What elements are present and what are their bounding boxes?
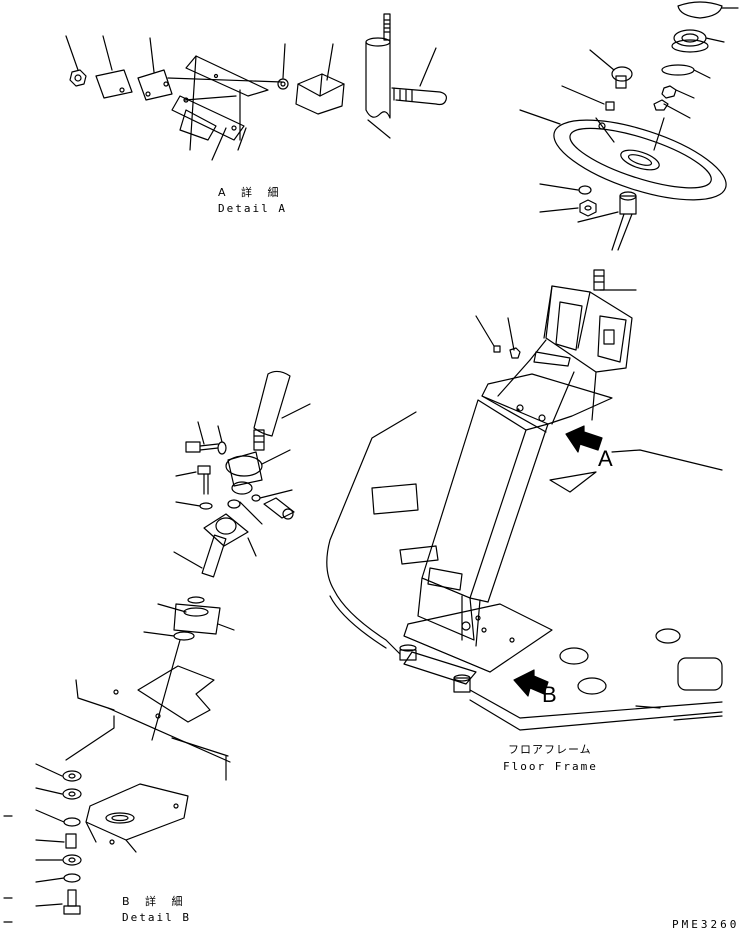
floor-plate-detail-b — [65, 665, 231, 853]
steering-wheel — [553, 117, 727, 201]
knob — [589, 49, 633, 89]
detail-b-fasteners — [3, 763, 82, 923]
plate-2 — [137, 69, 173, 101]
view-b-letter: B — [542, 682, 557, 707]
yoke-upper — [225, 449, 291, 495]
lower-shaft — [173, 534, 227, 578]
bolt-2 — [263, 497, 295, 520]
horn-cap — [677, 1, 723, 19]
shaft-end — [577, 191, 637, 251]
steering-column — [399, 269, 637, 693]
detail-b-title-jp: B 詳 細 — [122, 895, 189, 908]
detail-a-drawing — [65, 13, 447, 161]
floor-frame-label-jp: フロアフレーム — [508, 743, 592, 756]
block-part — [295, 73, 345, 115]
view-arrow-b — [513, 669, 549, 697]
floor-frame-label-en: Floor Frame — [503, 760, 598, 773]
view-arrow-a — [565, 425, 603, 453]
bolt-1 — [185, 421, 219, 453]
u-bolt — [391, 87, 447, 106]
floor-frame-drawing — [326, 411, 723, 731]
yoke-lower — [203, 513, 257, 557]
detail-a-title-jp: A 詳 細 — [218, 186, 285, 199]
steering-wheel-assembly — [519, 1, 739, 251]
detail-b-title-en: Detail B — [122, 911, 191, 924]
plate-1 — [95, 69, 133, 99]
detail-a-title-en: Detail A — [218, 202, 287, 215]
washer — [277, 78, 289, 90]
view-a-letter: A — [598, 446, 613, 471]
column-tube — [365, 13, 391, 119]
drawing-code: PME3260 — [672, 918, 740, 931]
bolt-b — [35, 889, 81, 915]
nut-part — [69, 69, 87, 87]
universal-joint-assembly — [143, 370, 311, 741]
bracket-part — [171, 55, 269, 151]
